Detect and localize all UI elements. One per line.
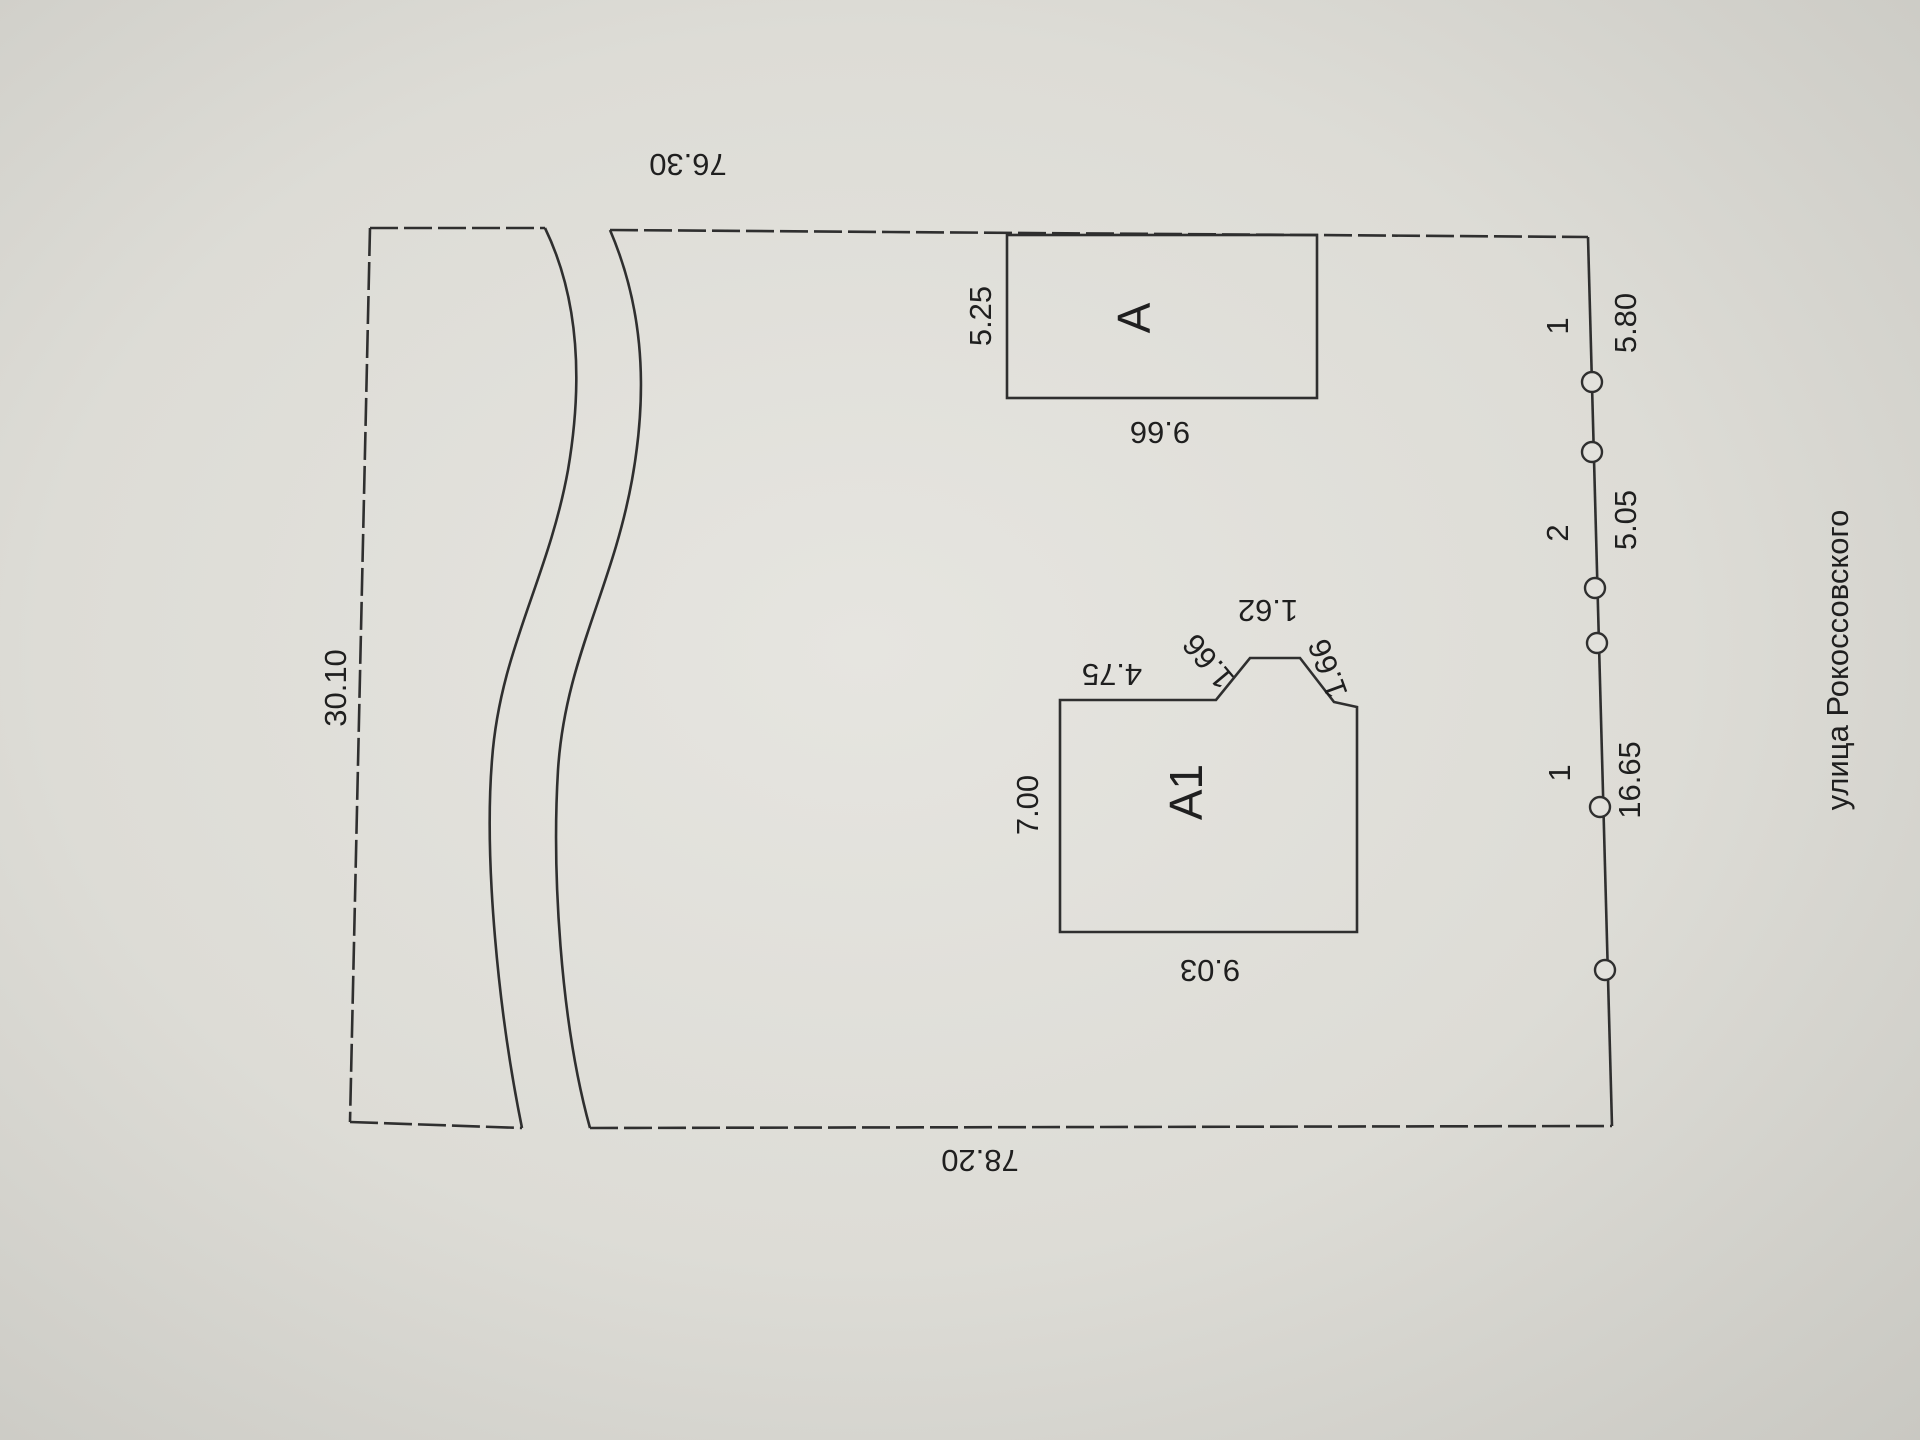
fence-segment-count: 1 [1542,764,1577,781]
strip-bottom-edge [349,1120,523,1130]
building-a1-length-label: 9.03 [1180,953,1240,988]
top-edge-label: 76.30 [649,147,727,182]
fence-post [1585,631,1609,655]
fence-post [1580,440,1604,464]
building-a-width-label: 5.25 [963,286,998,346]
fence-post [1593,958,1617,982]
fence-segment-length: 16.65 [1612,741,1647,819]
building-a1-segment-label: 1.66 [1175,627,1241,696]
fence-posts [1580,370,1617,982]
fence-segment-length: 5.80 [1608,293,1643,353]
fence-segment-length: 5.05 [1608,490,1643,550]
building-a-outline [1005,233,1319,400]
building-a1-segment-label: 1.62 [1238,593,1298,628]
building-a1-outline [1058,656,1359,934]
building-a: A 5.25 9.66 [963,233,1319,450]
fence-labels: 1 16.65 2 5.05 1 5.80 [1540,293,1647,819]
building-a-name: A [1108,302,1160,333]
strip-right-curve [488,227,578,1129]
fence-post [1588,795,1612,819]
fence-post [1583,576,1607,600]
building-a1-width-label: 7.00 [1010,775,1045,835]
fence-segment-count: 1 [1540,317,1575,334]
fence-post [1580,370,1604,394]
strip-width-label: 30.10 [318,649,353,727]
street-name: улица Рокоссовского [1820,510,1855,811]
plot-bottom-edge [589,1124,1613,1130]
building-a1: A1 7.00 9.03 4.75 1.66 1.62 1.66 [1010,593,1359,988]
plot-left-curve [554,229,643,1129]
fence-line [1586,236,1614,1127]
bottom-edge-label: 78.20 [941,1143,1019,1178]
plot-top-edge [609,228,1589,239]
building-a1-segment-label: 1.66 [1301,634,1355,703]
building-a1-segment-label: 4.75 [1082,657,1142,692]
fence-segment-count: 2 [1540,524,1575,541]
building-a1-name: A1 [1160,764,1212,820]
strip-left-edge [348,227,372,1123]
building-a-length-label: 9.66 [1130,415,1190,450]
left-strip [348,226,578,1130]
